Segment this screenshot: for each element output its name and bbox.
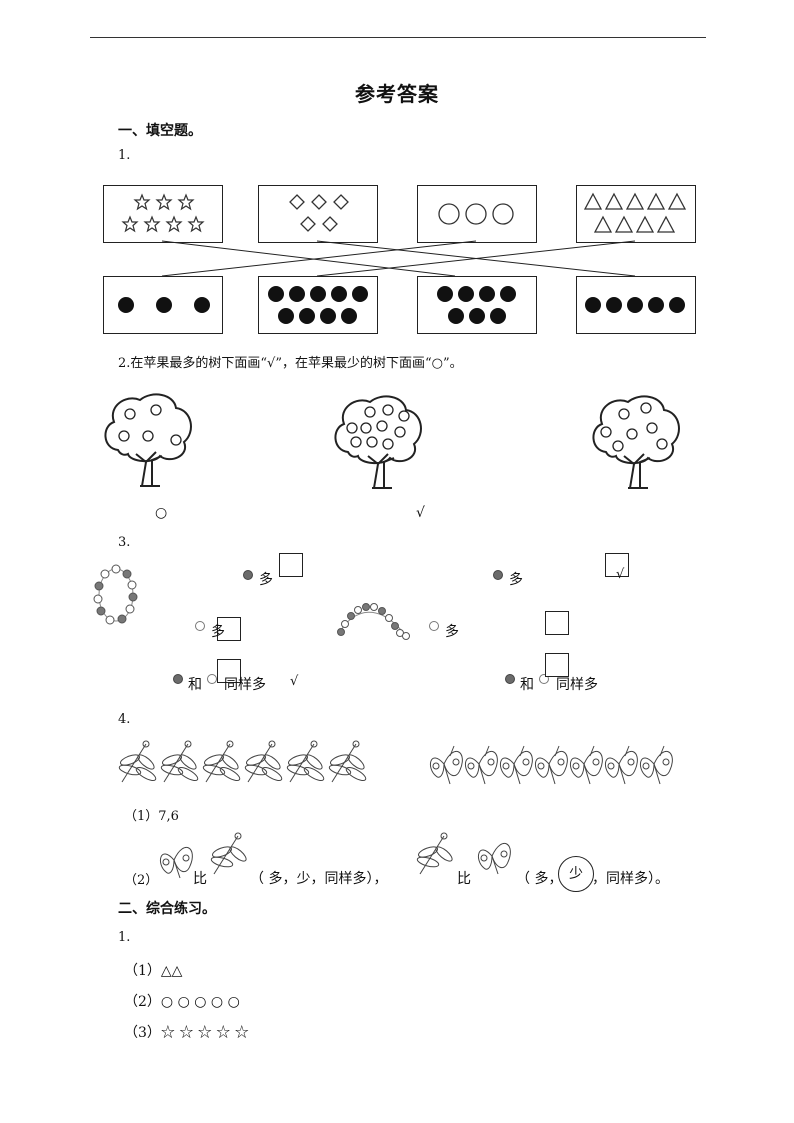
apple-tree-icon — [334, 395, 422, 489]
q4-answer-1: （1）7,6 — [124, 809, 179, 824]
dark-bead-icon — [505, 674, 515, 684]
apple-tree-icon — [592, 395, 680, 489]
q2-least-mark: ○ — [155, 505, 168, 521]
dragonfly-icon — [416, 832, 453, 875]
dots-icon — [585, 297, 685, 313]
diamond-box — [258, 185, 378, 243]
circles-icon — [438, 203, 514, 225]
dark-bead-icon — [173, 674, 183, 684]
light-bead-icon — [207, 674, 217, 684]
compare-bi-2: 比 — [457, 871, 471, 887]
q3-and-label: 和 — [188, 677, 202, 693]
q4-choice-2-open: （ 多， — [516, 871, 563, 887]
q3-more-label: 多 — [445, 624, 459, 640]
page-title: 参考答案 — [355, 82, 439, 106]
bead-ring-icon — [93, 564, 138, 625]
q3-more-label: 多 — [211, 624, 225, 640]
answer-box[interactable] — [605, 553, 629, 577]
star-box — [103, 185, 223, 243]
butterfly-icon — [477, 842, 511, 875]
answer-box[interactable] — [545, 611, 569, 635]
triangles-icon — [583, 192, 687, 233]
dot-box-9 — [258, 276, 378, 334]
q3-same-label: 同样多 — [224, 677, 266, 693]
check-mark: √ — [616, 567, 625, 582]
answer-box[interactable] — [217, 617, 241, 641]
answer-box[interactable] — [545, 653, 569, 677]
q2-text: 2.在苹果最多的树下面画“√”，在苹果最少的树下面画“○”。 — [118, 356, 463, 371]
light-bead-icon — [195, 621, 205, 631]
q3-same-label: 同样多 — [556, 677, 598, 693]
answer-box[interactable] — [279, 553, 303, 577]
circle-box — [417, 185, 537, 243]
q3-more-label: 多 — [509, 572, 523, 588]
butterflies-icon — [429, 745, 673, 785]
apple-tree-icon — [104, 393, 192, 487]
q3-more-label: 多 — [259, 572, 273, 588]
answer-box[interactable] — [217, 659, 241, 683]
q4-choice-1: （ 多，少，同样多）， — [250, 871, 388, 887]
dot-box-7 — [417, 276, 537, 334]
dots-icon — [268, 286, 368, 324]
dragonfly-icon — [210, 832, 247, 875]
bead-arc-icon — [337, 603, 410, 640]
check-mark: √ — [290, 674, 299, 689]
q3-and-label: 和 — [520, 677, 534, 693]
dragonflies-icon — [117, 740, 369, 784]
q1-number: 1. — [118, 148, 131, 163]
circled-answer: 少 — [558, 856, 594, 892]
q3-number: 3. — [118, 535, 131, 550]
s2-answer-3: （3）☆ ☆ ☆ ☆ ☆ — [124, 1025, 249, 1041]
dark-bead-icon — [243, 570, 253, 580]
dots-icon — [437, 286, 516, 324]
triangle-box — [576, 185, 696, 243]
dot-box-3 — [103, 276, 223, 334]
s2-answer-1: （1）△△ — [124, 963, 183, 979]
butterfly-icon — [159, 846, 193, 879]
header-rule — [90, 37, 706, 38]
s2-answer-2: （2）○ ○ ○ ○ ○ — [124, 994, 240, 1010]
diamonds-icon — [289, 194, 349, 232]
light-bead-icon — [539, 674, 549, 684]
compare-bi-1: 比 — [193, 871, 207, 887]
section1-heading: 一、填空题。 — [118, 123, 202, 139]
dot-box-5 — [576, 276, 696, 334]
dark-bead-icon — [493, 570, 503, 580]
section2-heading: 二、综合练习。 — [118, 901, 216, 917]
light-bead-icon — [429, 621, 439, 631]
q2-most-mark: √ — [416, 505, 425, 521]
dots-icon — [118, 297, 210, 313]
q4-part2-prefix: （2） — [124, 873, 159, 888]
stars-icon — [121, 193, 205, 233]
q4-number: 4. — [118, 712, 131, 727]
s2-q1-number: 1. — [118, 930, 131, 945]
q4-choice-2-close: ，同样多）。 — [592, 871, 669, 887]
